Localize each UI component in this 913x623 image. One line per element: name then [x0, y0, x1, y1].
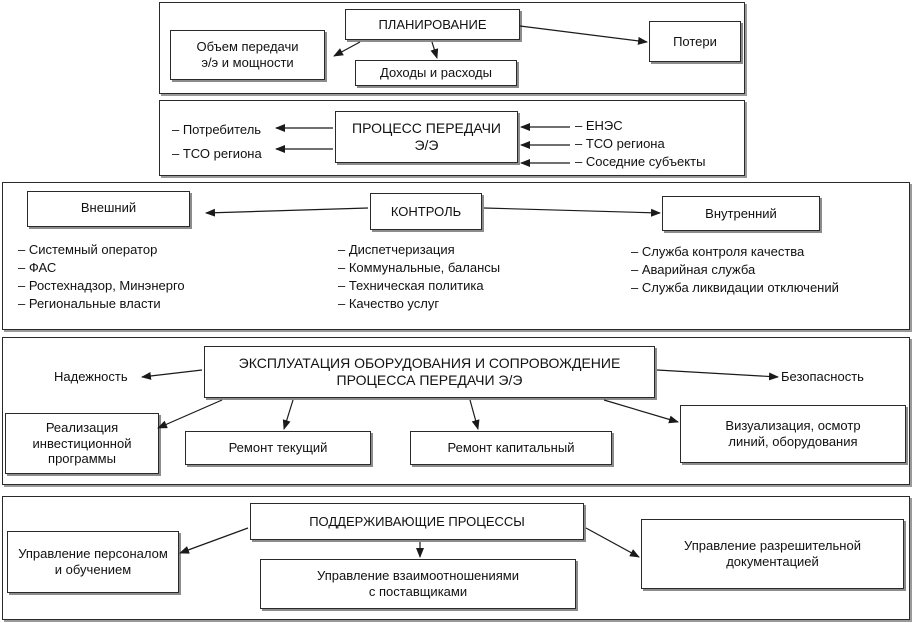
output-consumer: – Потребитель [172, 122, 262, 137]
volume-box: Объем передачи э/э и мощности [170, 30, 325, 80]
arrow-control-to-internal [483, 207, 661, 217]
planning-title-box: ПЛАНИРОВАНИЕ [345, 9, 520, 40]
control-center-item: – Техническая политика [338, 278, 484, 293]
arrow-operation-to-investment [157, 399, 223, 429]
safety-label: Безопасность [781, 369, 864, 384]
operation-title-box: ЭКСПЛУАТАЦИЯ ОБОРУДОВАНИЯ И СОПРОВОЖДЕНИ… [204, 346, 655, 398]
personnel-box: Управление персоналом и обучением [7, 531, 179, 593]
control-center-list: – Диспетчеризация – Коммунальные, баланс… [338, 241, 500, 313]
transfer-outputs: – Потребитель – ТСО региона [172, 118, 262, 166]
external-item: – Системный оператор [18, 242, 158, 257]
losses-box: Потери [649, 21, 741, 62]
arrow-support-to-permits [585, 527, 640, 558]
output-tso: – ТСО региона [172, 146, 262, 161]
inspection-box: Визуализация, осмотр линий, оборудования [680, 405, 906, 463]
external-item: – Ростехнадзор, Минэнерго [18, 278, 185, 293]
arrow-planning-to-income [430, 41, 439, 59]
internal-item: – Служба ликвидации отключений [631, 280, 839, 295]
external-item: – ФАС [18, 260, 57, 275]
external-box: Внешний [27, 191, 190, 227]
internal-item: – Аварийная служба [631, 262, 756, 277]
control-title-box: КОНТРОЛЬ [370, 193, 482, 230]
current-repair-box: Ремонт текущий [185, 431, 371, 465]
internal-item: – Служба контроля качества [631, 244, 805, 259]
capital-repair-box: Ремонт капитальный [410, 431, 612, 465]
input-tso: – ТСО региона [575, 136, 665, 151]
arrow-operation-to-current-repair [282, 399, 294, 430]
control-center-item: – Качество услуг [338, 296, 440, 311]
internal-box: Внутренний [662, 196, 820, 231]
external-list: – Системный оператор – ФАС – Ростехнадзо… [18, 241, 185, 313]
permits-box: Управление разрешительной документацией [641, 519, 904, 589]
input-neighbors: – Соседние субъекты [575, 154, 706, 169]
suppliers-box: Управление взаимоотношениями с поставщик… [260, 559, 576, 609]
transfer-inputs: – ЕНЭС – ТСО региона – Соседние субъекты [575, 117, 705, 171]
arrow-control-to-external [205, 207, 369, 217]
arrow-planning-to-volume [333, 41, 361, 57]
arrow-planning-to-losses [519, 25, 648, 45]
arrow-operation-to-capital-repair [469, 399, 480, 430]
reliability-label: Надежность [54, 369, 128, 384]
arrow-support-to-personnel [179, 527, 249, 554]
arrow-operation-to-inspection [603, 399, 679, 424]
support-title-box: ПОДДЕРЖИВАЮЩИЕ ПРОЦЕССЫ [250, 503, 584, 540]
internal-list: – Служба контроля качества – Аварийная с… [631, 243, 839, 297]
income-box: Доходы и расходы [355, 60, 517, 86]
external-item: – Региональные власти [18, 296, 161, 311]
control-center-item: – Коммунальные, балансы [338, 260, 501, 275]
investment-box: Реализация инвестиционной программы [5, 413, 159, 474]
transfer-title-box: ПРОЦЕСС ПЕРЕДАЧИ Э/Э [335, 111, 518, 163]
control-center-item: – Диспетчеризация [338, 242, 455, 257]
arrow-operation-to-safety [656, 369, 779, 381]
input-enes: – ЕНЭС [575, 118, 623, 133]
arrow-operation-to-reliability [141, 369, 203, 380]
